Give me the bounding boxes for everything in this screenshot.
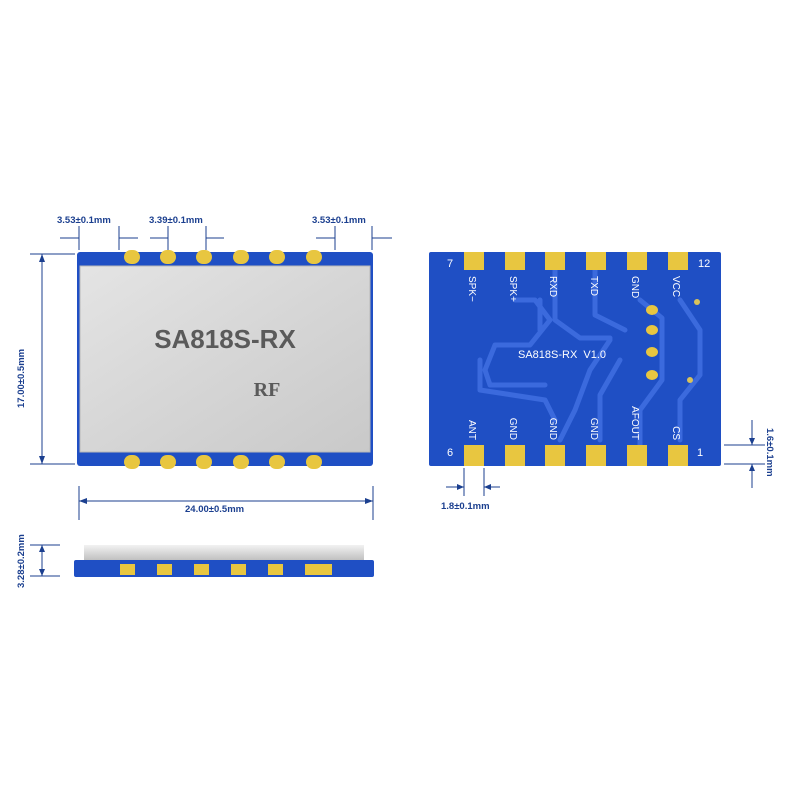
pad-width-dimension: 1.8±0.1mm bbox=[441, 468, 500, 512]
back-top-pads bbox=[464, 252, 688, 270]
dim-thickness: 3.28±0.2mm bbox=[16, 534, 27, 588]
side-pads bbox=[120, 564, 332, 575]
bottom-pin-label: CS bbox=[670, 426, 681, 440]
dim-pad-width: 1.8±0.1mm bbox=[441, 501, 490, 512]
bottom-pin-label: GND bbox=[507, 418, 518, 440]
back-view: 7 12 6 1 SPK− SPK+ RXD TXD GND VCC ANT G… bbox=[429, 252, 721, 466]
pad-height-dimension: 1.6±0.1mm bbox=[724, 420, 775, 488]
width-dimension: 24.00±0.5mm bbox=[78, 486, 374, 520]
dim-width: 24.00±0.5mm bbox=[185, 504, 244, 515]
top-pin-label: GND bbox=[629, 276, 640, 298]
pin-number-1: 1 bbox=[697, 447, 703, 459]
dim-right-gap: 3.53±0.1mm bbox=[312, 215, 366, 226]
bottom-pin-label: GND bbox=[588, 418, 599, 440]
top-pin-label: RXD bbox=[547, 276, 558, 297]
top-pin-label: SPK− bbox=[466, 276, 477, 302]
pin-number-12: 12 bbox=[698, 258, 710, 270]
back-bottom-pads bbox=[464, 445, 688, 466]
top-pin-label: SPK+ bbox=[507, 276, 518, 302]
top-pin-label: VCC bbox=[670, 276, 681, 297]
model-label: SA818S-RX bbox=[154, 324, 296, 354]
side-pcb bbox=[74, 560, 374, 577]
bottom-pin-label: AFOUT bbox=[629, 406, 640, 440]
dim-left-gap: 3.53±0.1mm bbox=[57, 215, 111, 226]
height-dimension: 17.00±0.5mm bbox=[16, 253, 75, 465]
dim-height: 17.00±0.5mm bbox=[16, 349, 27, 408]
bottom-pin-label: ANT bbox=[466, 420, 477, 440]
side-shield bbox=[84, 545, 364, 561]
dim-pitch: 3.39±0.1mm bbox=[149, 215, 203, 226]
test-pads bbox=[646, 305, 658, 380]
pin-number-7: 7 bbox=[447, 258, 453, 270]
front-top-castellations bbox=[124, 250, 322, 264]
front-view: SA818S-RX RF bbox=[77, 250, 373, 469]
top-dimensions: 3.53±0.1mm 3.39±0.1mm 3.53±0.1mm bbox=[57, 215, 392, 250]
bottom-pin-label: GND bbox=[547, 418, 558, 440]
front-bottom-castellations bbox=[124, 455, 322, 469]
silkscreen-label: SA818S-RX V1.0 bbox=[518, 349, 606, 361]
top-pin-label: TXD bbox=[588, 276, 599, 296]
side-view bbox=[74, 545, 374, 577]
vias bbox=[687, 299, 700, 383]
dim-pad-height: 1.6±0.1mm bbox=[764, 428, 775, 477]
shield-can bbox=[79, 265, 371, 453]
thickness-dimension: 3.28±0.2mm bbox=[16, 534, 60, 588]
pin-number-6: 6 bbox=[447, 447, 453, 459]
rf-label: RF bbox=[254, 379, 281, 401]
